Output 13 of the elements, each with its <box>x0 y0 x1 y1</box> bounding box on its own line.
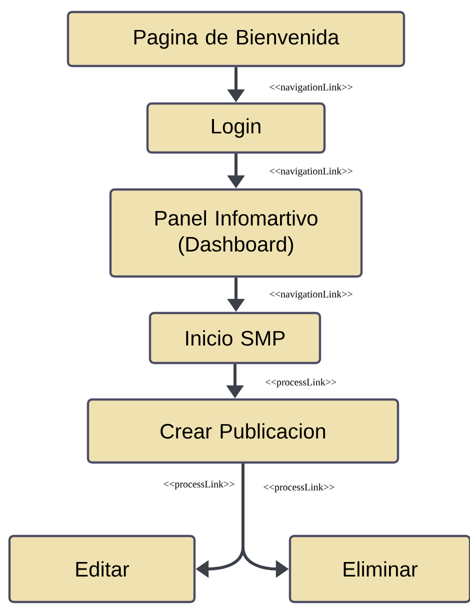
process-box: Eliminar <box>288 534 470 604</box>
process-box: Panel Infomartivo (Dashboard) <box>109 188 363 278</box>
process-box: Inicio SMP <box>148 312 322 364</box>
process-box: Pagina de Bienvenida <box>66 10 406 68</box>
process-box: Editar <box>8 534 196 604</box>
edge-label: <<processLink>> <box>164 480 234 490</box>
process-box: Login <box>146 102 326 154</box>
process-box: Crear Publicacion <box>86 398 400 464</box>
edge-label: <<navigationLink>> <box>270 83 352 93</box>
edge-label: <<navigationLink>> <box>270 290 352 300</box>
edge-label: <<navigationLink>> <box>270 167 352 177</box>
edge-label: <<processLink>> <box>266 378 336 388</box>
edge-label: <<processLink>> <box>264 483 334 493</box>
